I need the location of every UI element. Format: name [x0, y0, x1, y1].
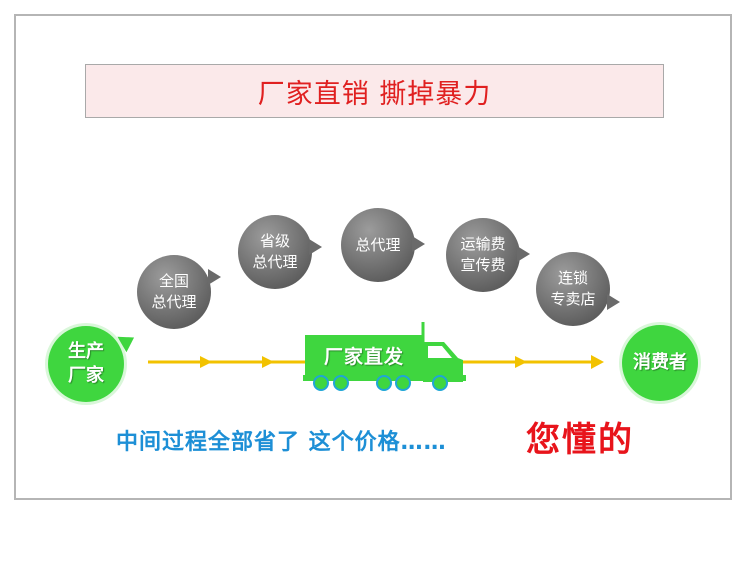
bubble-line: 专卖店: [550, 290, 596, 308]
truck-wheel: [313, 375, 329, 391]
bubble-line: 运输费: [460, 235, 506, 253]
caption: 中间过程全部省了 这个价格…… 您懂的: [0, 420, 750, 460]
bubble-line: 总代理: [355, 235, 401, 254]
caption-right: 您懂的: [526, 420, 634, 460]
bubble-line: 宣传费: [460, 256, 506, 274]
bubble-line: 省级: [259, 232, 290, 250]
arrow-head-4: [591, 355, 604, 369]
node-line: 消费者: [633, 352, 687, 373]
arrow-head-3: [515, 356, 527, 368]
caption-left: 中间过程全部省了 这个价格……: [116, 430, 447, 455]
truck-wheel: [333, 375, 349, 391]
bubble-chain-store: 连锁专卖店: [536, 252, 620, 326]
bubble-line: 全国: [158, 272, 189, 290]
truck-wheel: [432, 375, 448, 391]
truck-label: 厂家直发: [323, 345, 404, 368]
arrow-head-1: [200, 356, 212, 368]
node-consumer: 消费者: [622, 325, 698, 401]
truck-wheel: [376, 375, 392, 391]
node-producer: 生产厂家: [48, 326, 139, 402]
bubble-general-agent: 总代理: [341, 208, 425, 282]
truck-wheel: [395, 375, 411, 391]
truck-window: [428, 346, 452, 358]
node-line: 生产: [68, 341, 104, 362]
bubble-national-agent: 全国总代理: [137, 255, 221, 329]
truck-cargo-box: 厂家直发: [305, 335, 423, 375]
arrow-head-2: [262, 356, 274, 368]
title-banner: 厂家直销 撕掉暴力: [85, 64, 664, 118]
bubble-line: 连锁: [557, 269, 588, 287]
bubble-shipping-ad-fees: 运输费宣传费: [446, 218, 530, 292]
bubble-line: 总代理: [252, 253, 298, 271]
page-title: 厂家直销 撕掉暴力: [257, 78, 492, 110]
bubble-line: 总代理: [151, 293, 197, 311]
bubble-provincial-agent: 省级总代理: [238, 215, 322, 289]
node-line: 厂家: [68, 365, 104, 386]
